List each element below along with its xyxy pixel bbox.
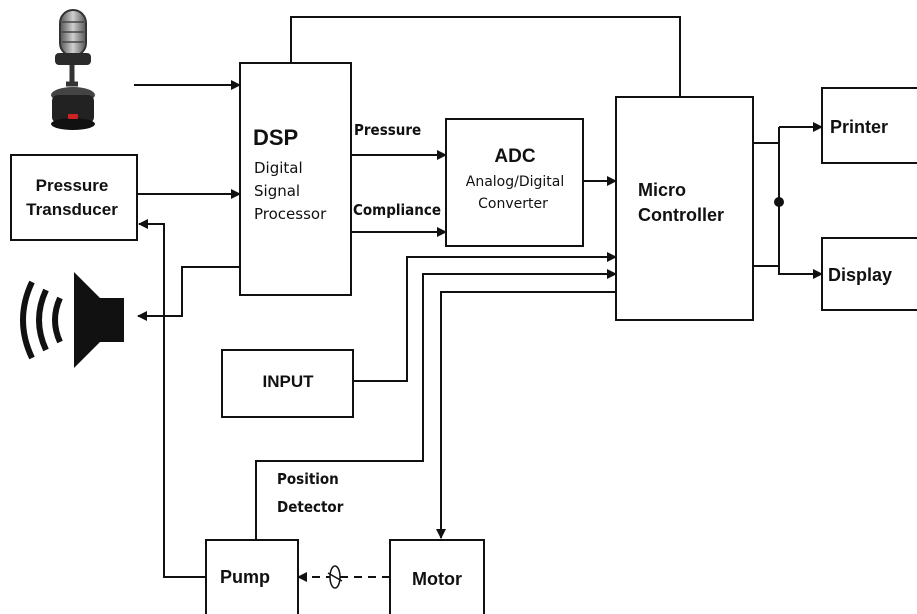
- pressure-transducer-label-1: Pressure: [36, 176, 109, 195]
- printer-block: Printer: [821, 87, 917, 164]
- pump-block: Pump: [205, 539, 299, 614]
- dsp-sub-2: Signal: [254, 182, 300, 200]
- dsp-to-micro-line: [290, 16, 681, 97]
- micro-to-motor-line: [436, 291, 616, 539]
- display-block: Display: [821, 237, 917, 311]
- dsp-block: DSP Digital Signal Processor: [239, 62, 352, 296]
- motor-block: Motor: [389, 539, 485, 614]
- rotation-icon: [327, 565, 343, 589]
- connectors: [134, 16, 823, 589]
- pressure-transducer-block: Pressure Transducer: [10, 154, 138, 241]
- pump-label: Pump: [220, 567, 270, 587]
- dsp-sub-1: Digital: [254, 159, 303, 177]
- adc-sub-1: Analog/Digital: [466, 174, 565, 190]
- dsp-title: DSP: [253, 125, 298, 150]
- position-to-micro-line: [255, 269, 617, 540]
- microphone-icon: [51, 9, 95, 130]
- adc-title: ADC: [494, 146, 535, 167]
- speaker-icon: [20, 272, 124, 368]
- input-to-micro-line: [353, 252, 617, 382]
- printer-label: Printer: [830, 117, 888, 137]
- micro-label-1: Micro: [638, 180, 686, 200]
- compliance-signal-label: Compliance: [353, 201, 441, 219]
- dsp-to-speaker-line: [137, 266, 240, 321]
- display-label: Display: [828, 265, 892, 285]
- to-display-line: [778, 266, 823, 279]
- position-label-2: Detector: [277, 498, 344, 516]
- micro-label-2: Controller: [638, 205, 724, 225]
- adc-sub-2: Converter: [478, 196, 548, 212]
- position-label-1: Position: [277, 470, 339, 488]
- pressure-signal-label: Pressure: [354, 121, 421, 139]
- adc-block: ADC Analog/Digital Converter: [445, 118, 584, 247]
- dsp-sub-3: Processor: [254, 205, 327, 223]
- motor-label: Motor: [412, 569, 462, 589]
- input-label: INPUT: [263, 372, 315, 391]
- junction-dot: [774, 197, 784, 207]
- pressure-transducer-label-2: Transducer: [26, 200, 118, 219]
- input-block: INPUT: [221, 349, 354, 418]
- micro-controller-block: Micro Controller: [615, 96, 754, 321]
- pump-to-transducer-line: [138, 219, 206, 578]
